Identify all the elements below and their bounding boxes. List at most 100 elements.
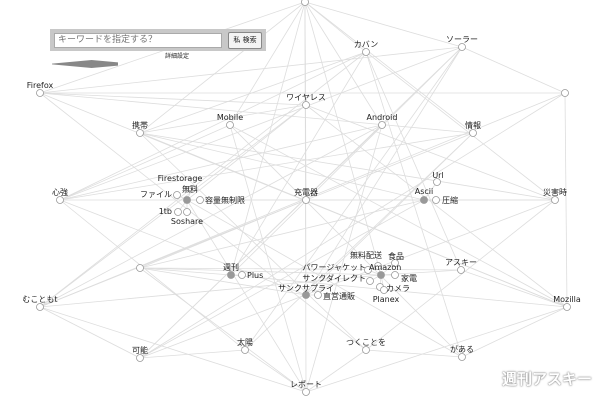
graph-node[interactable] [36, 303, 44, 311]
node-label[interactable]: カメラ [386, 284, 410, 293]
graph-edge [39, 124, 383, 308]
graph-node[interactable] [238, 271, 246, 279]
graph-node[interactable] [378, 121, 386, 129]
advanced-settings-link[interactable]: 詳細設定 [165, 53, 190, 60]
graph-node[interactable] [458, 43, 466, 51]
graph-node[interactable] [302, 101, 310, 109]
node-label[interactable]: がある [450, 345, 474, 354]
graph-edge [229, 124, 307, 393]
graph-edge [59, 51, 367, 201]
graph-node[interactable] [364, 266, 372, 274]
node-label[interactable]: 太陽 [237, 338, 253, 347]
graph-node[interactable] [173, 191, 181, 199]
graph-node[interactable] [56, 196, 64, 204]
node-label[interactable]: Firefox [26, 81, 54, 90]
graph-node[interactable] [196, 196, 204, 204]
graph-node[interactable] [458, 353, 466, 361]
node-label[interactable]: 情報 [465, 121, 481, 130]
graph-node[interactable] [362, 346, 370, 354]
node-label[interactable]: Planex [372, 295, 400, 304]
graph-edge [304, 1, 463, 48]
search-button[interactable]: 私 検索 [228, 32, 262, 49]
node-label[interactable]: Soshare [170, 217, 204, 226]
node-label[interactable]: アスキー [445, 258, 477, 267]
graph-node[interactable] [432, 196, 440, 204]
node-label[interactable]: ワイヤレス [286, 93, 326, 102]
node-label[interactable]: Android [366, 113, 398, 122]
node-label[interactable]: 直営通販 [323, 292, 355, 301]
graph-node[interactable] [551, 196, 559, 204]
node-label[interactable]: Ascii [414, 187, 434, 196]
node-label[interactable]: レポート [290, 380, 322, 389]
graph-node[interactable] [380, 286, 388, 294]
graph-edge [139, 349, 246, 359]
graph-node[interactable] [174, 208, 182, 216]
graph-node[interactable] [241, 346, 249, 354]
graph-node[interactable] [226, 121, 234, 129]
graph-edge [59, 199, 246, 351]
graph-node[interactable] [457, 266, 465, 274]
graph-node[interactable] [302, 291, 310, 299]
node-label[interactable]: Amazon [369, 263, 402, 272]
graph-node[interactable] [301, 0, 309, 6]
graph-node[interactable] [420, 196, 428, 204]
node-label[interactable]: 圧縮 [442, 196, 458, 205]
node-label[interactable]: 無料配送 [350, 251, 382, 260]
node-label[interactable]: Mobile [216, 113, 244, 122]
node-label[interactable]: 家電 [401, 274, 417, 283]
node-label[interactable]: 充電器 [294, 188, 318, 197]
node-label[interactable]: 携帯 [132, 121, 148, 130]
node-label[interactable]: 週刊 [223, 263, 239, 272]
graph-node[interactable] [183, 208, 191, 216]
search-input[interactable] [54, 33, 222, 48]
graph-edge [305, 306, 568, 393]
node-label[interactable]: 容量無制限 [205, 196, 245, 205]
node-label[interactable]: 心強 [52, 188, 68, 197]
graph-edge [244, 46, 463, 351]
graph-node[interactable] [136, 354, 144, 362]
node-label[interactable]: Firestorage [157, 174, 203, 183]
graph-node[interactable] [227, 271, 235, 279]
graph-node[interactable] [433, 178, 441, 186]
node-label[interactable]: 可能 [132, 346, 148, 355]
graph-edge [39, 306, 307, 393]
node-label[interactable]: Mozilla [553, 295, 581, 304]
graph-node[interactable] [183, 196, 191, 204]
graph-node[interactable] [469, 129, 477, 137]
zoom-slider-handle[interactable] [52, 60, 118, 68]
graph-node[interactable] [374, 262, 382, 270]
graph-node[interactable] [563, 303, 571, 311]
graph-node[interactable] [391, 271, 399, 279]
node-label[interactable]: サンクダイレクト [302, 274, 366, 283]
node-label[interactable]: Plus [247, 271, 264, 280]
graph-node[interactable] [561, 89, 569, 97]
node-label[interactable]: パワージャケット [302, 263, 366, 272]
node-label[interactable]: 1tb [158, 207, 172, 216]
graph-node[interactable] [136, 264, 144, 272]
graph-edge [39, 92, 307, 106]
graph-node[interactable] [36, 89, 44, 97]
graph-edge [230, 51, 367, 276]
node-label[interactable]: ファイル [140, 190, 172, 199]
graph-node[interactable] [362, 48, 370, 56]
node-label[interactable]: 食品 [388, 252, 404, 261]
node-label[interactable]: つくことを [346, 338, 386, 347]
node-label[interactable]: Url [432, 171, 444, 180]
node-label[interactable]: むこともt [22, 295, 58, 304]
node-label[interactable]: 無料 [182, 185, 198, 194]
node-label[interactable]: ソーラー [446, 35, 478, 44]
graph-node[interactable] [314, 291, 322, 299]
graph-edge [230, 1, 306, 276]
graph-node[interactable] [366, 277, 374, 285]
graph-node[interactable] [188, 185, 196, 193]
node-label[interactable]: 災害時 [543, 188, 567, 197]
graph-node[interactable] [136, 129, 144, 137]
graph-node[interactable] [302, 388, 310, 396]
node-label[interactable]: カバン [353, 40, 379, 49]
graph-node[interactable] [377, 271, 385, 279]
node-label[interactable]: サンクサプライ [278, 284, 334, 293]
graph-node[interactable] [391, 259, 399, 267]
graph-node[interactable] [302, 196, 310, 204]
